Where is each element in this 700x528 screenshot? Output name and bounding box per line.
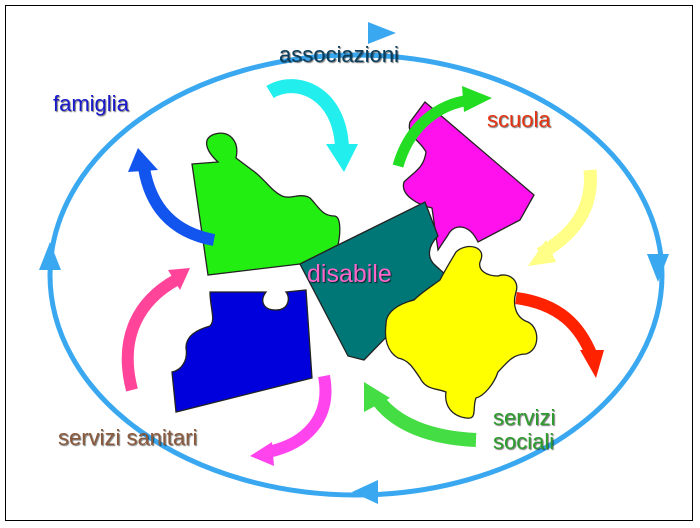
puzzle-piece-yellow — [384, 245, 538, 419]
arrow-green-head-icon — [462, 86, 492, 112]
node-label-servizi-sociali-line1: servizi — [493, 405, 556, 430]
arrow-light-yellow-head-icon — [528, 240, 556, 266]
arrow-light-yellow-icon — [536, 169, 597, 260]
arrow-cyan-head-icon — [326, 144, 358, 172]
arrow-red-icon — [515, 292, 598, 359]
node-label-famiglia: famiglia — [53, 91, 129, 116]
arrow-red-head-icon — [580, 350, 604, 378]
arrow-blue-head-icon — [128, 148, 158, 172]
arrow-lime-icon — [372, 395, 477, 447]
arrow-cyan-icon — [266, 79, 349, 149]
ring-arrow-bottom-icon — [352, 480, 378, 504]
ring-arrow-right-icon — [647, 254, 669, 282]
node-label-associazioni: associazioni — [279, 42, 399, 67]
arrow-magenta-head-icon — [250, 442, 274, 466]
node-label-servizi-sociali: servizi sociali — [493, 406, 555, 454]
arrow-magenta-icon — [266, 374, 332, 458]
arrow-green-icon — [392, 94, 471, 168]
puzzle-piece-blue — [171, 289, 313, 413]
arrow-lime-head-icon — [364, 382, 390, 412]
arrow-pink-head-icon — [168, 268, 190, 290]
puzzle-piece-magenta — [402, 101, 535, 252]
node-label-servizi-sanitari: servizi sanitari — [58, 425, 198, 450]
node-label-scuola: scuola — [487, 107, 551, 132]
ring-arrow-top-icon — [368, 22, 396, 44]
arrow-blue-icon — [138, 166, 216, 246]
ring-arrow-left-icon — [39, 242, 61, 270]
outer-ring — [47, 52, 665, 498]
arrow-pink-icon — [121, 274, 180, 392]
center-label-disabile: disabile — [307, 260, 392, 288]
puzzle-piece-green — [191, 132, 341, 276]
node-label-servizi-sociali-line2: sociali — [493, 429, 555, 454]
